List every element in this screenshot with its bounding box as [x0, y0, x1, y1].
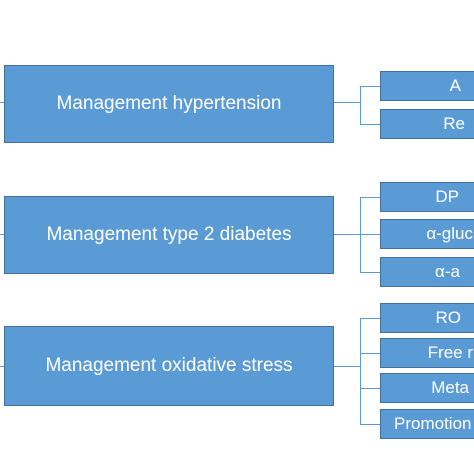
sub-box-1a: A [380, 71, 474, 101]
box-management-hypertension: Management hypertension [4, 65, 334, 143]
connector-vertical-1 [360, 86, 361, 124]
connector-stub-3 [0, 366, 4, 367]
sub-box-label: A [449, 76, 461, 95]
sub-box-label: α-gluc [426, 224, 473, 243]
sub-box-label: Re [443, 114, 465, 133]
connector-branch-3a [360, 318, 380, 319]
box-management-oxidative-stress: Management oxidative stress [4, 326, 334, 406]
connector-branch-2c [360, 272, 380, 273]
sub-box-label: Free r [427, 343, 473, 362]
connector-main-3 [334, 366, 360, 367]
sub-box-3a: RO [380, 303, 474, 333]
sub-box-3d: Promotion [380, 409, 474, 439]
box-management-type2-diabetes: Management type 2 diabetes [4, 196, 334, 274]
connector-main-2 [334, 234, 360, 235]
box-label: Management hypertension [56, 93, 282, 114]
connector-branch-2a [360, 197, 380, 198]
sub-box-2c: α-a [380, 257, 474, 287]
connector-main-1 [334, 102, 360, 103]
sub-box-3c: Meta [380, 373, 474, 403]
connector-vertical-3 [360, 318, 361, 424]
box-label: Management type 2 diabetes [46, 224, 292, 245]
connector-branch-3d [360, 424, 380, 425]
connector-branch-3c [360, 388, 380, 389]
sub-box-1b: Re [380, 109, 474, 139]
sub-box-2b: α-gluc [380, 219, 474, 249]
sub-box-label: DP [435, 187, 459, 206]
connector-branch-2b [360, 234, 380, 235]
connector-branch-1b [360, 124, 380, 125]
connector-stub-1 [0, 102, 4, 103]
sub-box-3b: Free r [380, 338, 474, 368]
sub-box-label: α-a [435, 262, 460, 281]
sub-box-label: RO [435, 308, 462, 327]
connector-stub-2 [0, 234, 4, 235]
connector-branch-1a [360, 86, 380, 87]
sub-box-label: Promotion [394, 414, 472, 433]
sub-box-2a: DP [380, 182, 474, 212]
connector-branch-3b [360, 353, 380, 354]
sub-box-label: Meta [431, 378, 469, 397]
box-label: Management oxidative stress [45, 355, 293, 376]
